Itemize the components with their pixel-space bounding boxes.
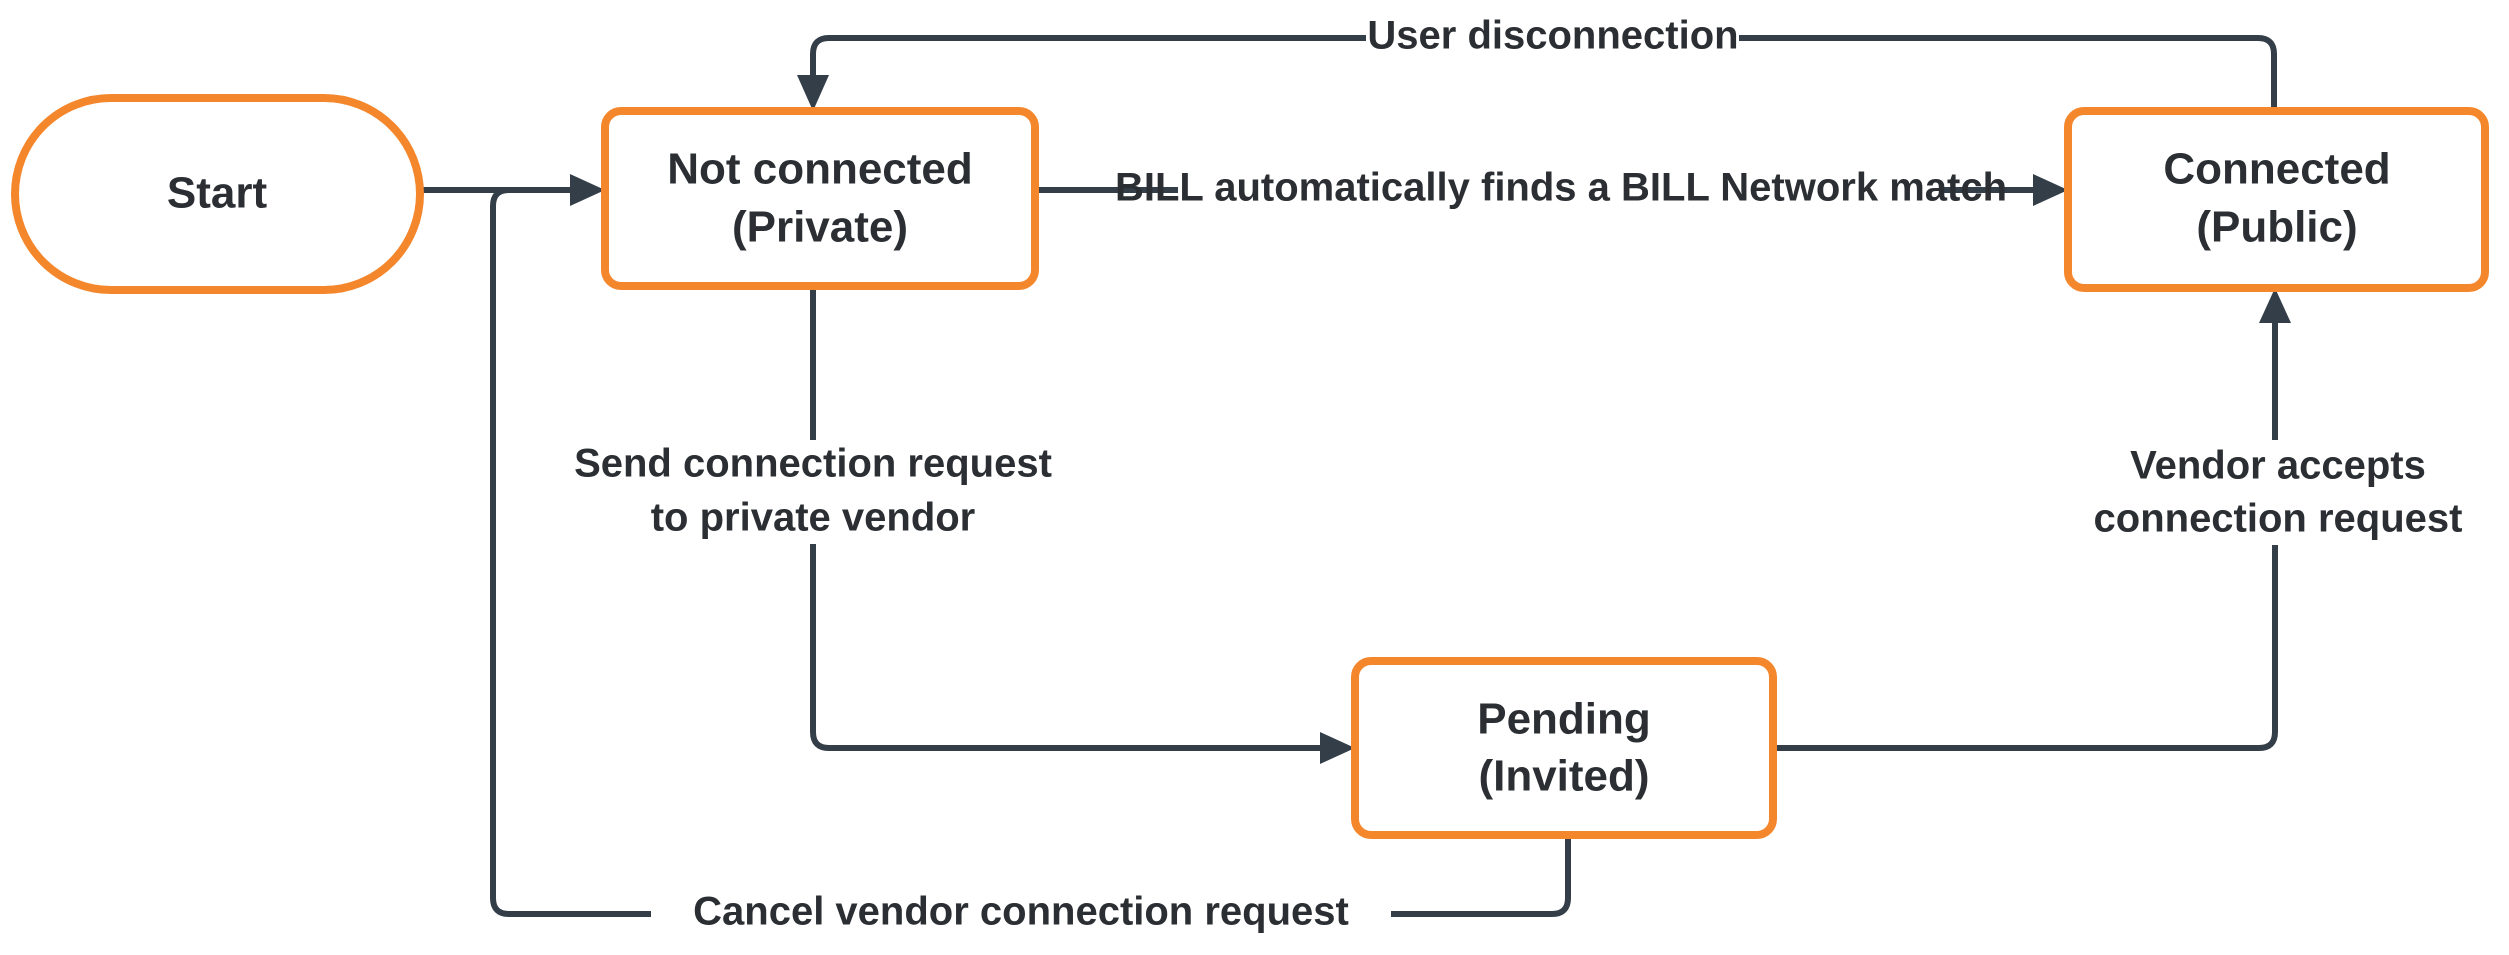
edge-line-user-disconnection-right <box>1739 35 2277 111</box>
node-pending-label-line1: Pending <box>1477 695 1651 744</box>
edge-label-send-request-line2: to private vendor <box>651 496 976 540</box>
edge-not-connected-to-connected <box>1035 174 2068 206</box>
arrowhead-into-connected-bottom <box>2259 288 2291 323</box>
node-not-connected-label-line2: (Private) <box>732 203 908 252</box>
edge-label-vendor-accepts-line1: Vendor accepts <box>2130 444 2426 488</box>
node-pending[interactable]: Pending (Invited) <box>1351 657 1777 839</box>
edge-line-cancel-left <box>490 187 651 917</box>
edge-pending-to-not-connected <box>490 187 1571 917</box>
edge-label-send-request-line1: Send connection request <box>574 442 1052 486</box>
node-connected-label-line2: (Public) <box>2196 203 2357 252</box>
node-pending-label-line2: (Invited) <box>1478 752 1649 801</box>
node-start-label: Start <box>167 169 268 218</box>
node-not-connected-label-line1: Not connected <box>667 145 973 194</box>
node-connected-label-line1: Connected <box>2163 145 2390 194</box>
arrowhead-into-not-connected-left <box>570 174 605 206</box>
edge-line-cancel-right <box>1391 835 1571 917</box>
node-connected[interactable]: Connected (Public) <box>2064 107 2489 292</box>
arrowhead-into-not-connected-top <box>797 75 829 111</box>
edge-line-user-disconnection-left <box>810 35 1366 75</box>
edge-label-user-disconnection: User disconnection <box>1367 14 1738 58</box>
node-not-connected[interactable]: Not connected (Private) <box>601 107 1039 290</box>
arrowhead-into-connected-left <box>2033 174 2068 206</box>
edge-line-vendor-accepts-lower <box>1773 545 2278 751</box>
edge-pending-to-connected <box>1773 288 2291 751</box>
edge-label-bill-match: BILL automatically finds a BILL Network … <box>1115 166 2007 210</box>
edge-label-vendor-accepts-line2: connection request <box>2094 497 2463 541</box>
edge-line-send-request-lower <box>810 544 1320 751</box>
node-pending-shape[interactable] <box>1351 657 1777 839</box>
node-not-connected-shape[interactable] <box>601 107 1039 290</box>
node-start[interactable]: Start <box>11 94 424 294</box>
node-start-shape[interactable] <box>11 94 424 294</box>
node-connected-shape[interactable] <box>2064 107 2489 292</box>
edge-connected-to-not-connected <box>797 35 2277 111</box>
edge-label-cancel-request: Cancel vendor connection request <box>693 890 1349 934</box>
arrowhead-into-pending-left <box>1320 732 1355 764</box>
edge-not-connected-to-pending <box>810 286 1355 764</box>
